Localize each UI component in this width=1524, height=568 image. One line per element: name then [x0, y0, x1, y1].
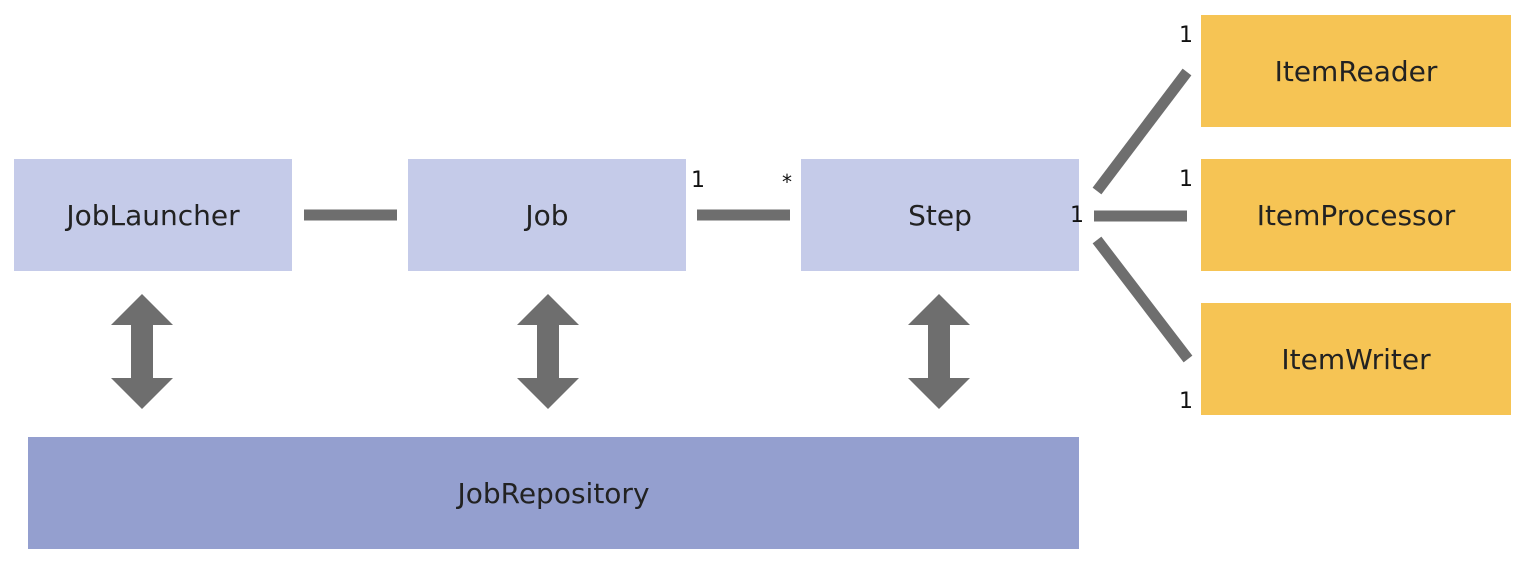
multiplicity-job-side: 1: [691, 168, 705, 193]
job-label: Job: [525, 198, 569, 232]
step-box: Step: [801, 159, 1079, 271]
itemwriter-label: ItemWriter: [1281, 342, 1431, 376]
multiplicity-reader-side: 1: [1179, 23, 1193, 48]
multiplicity-writer-side: 1: [1179, 389, 1193, 414]
double-arrow-step-repository: [908, 294, 970, 409]
double-arrow-joblauncher-repository: [111, 294, 173, 409]
multiplicity-step-side: *: [782, 170, 792, 194]
step-label: Step: [908, 198, 972, 232]
connector-step-itemreader: [1092, 68, 1192, 195]
double-arrow-job-repository: [517, 294, 579, 409]
itemreader-label: ItemReader: [1274, 54, 1438, 88]
itemreader-box: ItemReader: [1201, 15, 1511, 127]
multiplicity-step-items-side: 1: [1070, 203, 1084, 228]
multiplicity-processor-side: 1: [1179, 167, 1193, 192]
jobrepository-label: JobRepository: [457, 476, 650, 510]
itemwriter-box: ItemWriter: [1201, 303, 1511, 415]
joblauncher-label: JobLauncher: [66, 198, 240, 232]
connector-step-itemwriter: [1092, 236, 1193, 363]
itemprocessor-label: ItemProcessor: [1256, 198, 1456, 232]
jobrepository-box: JobRepository: [28, 437, 1079, 549]
job-box: Job: [408, 159, 686, 271]
joblauncher-box: JobLauncher: [14, 159, 292, 271]
itemprocessor-box: ItemProcessor: [1201, 159, 1511, 271]
